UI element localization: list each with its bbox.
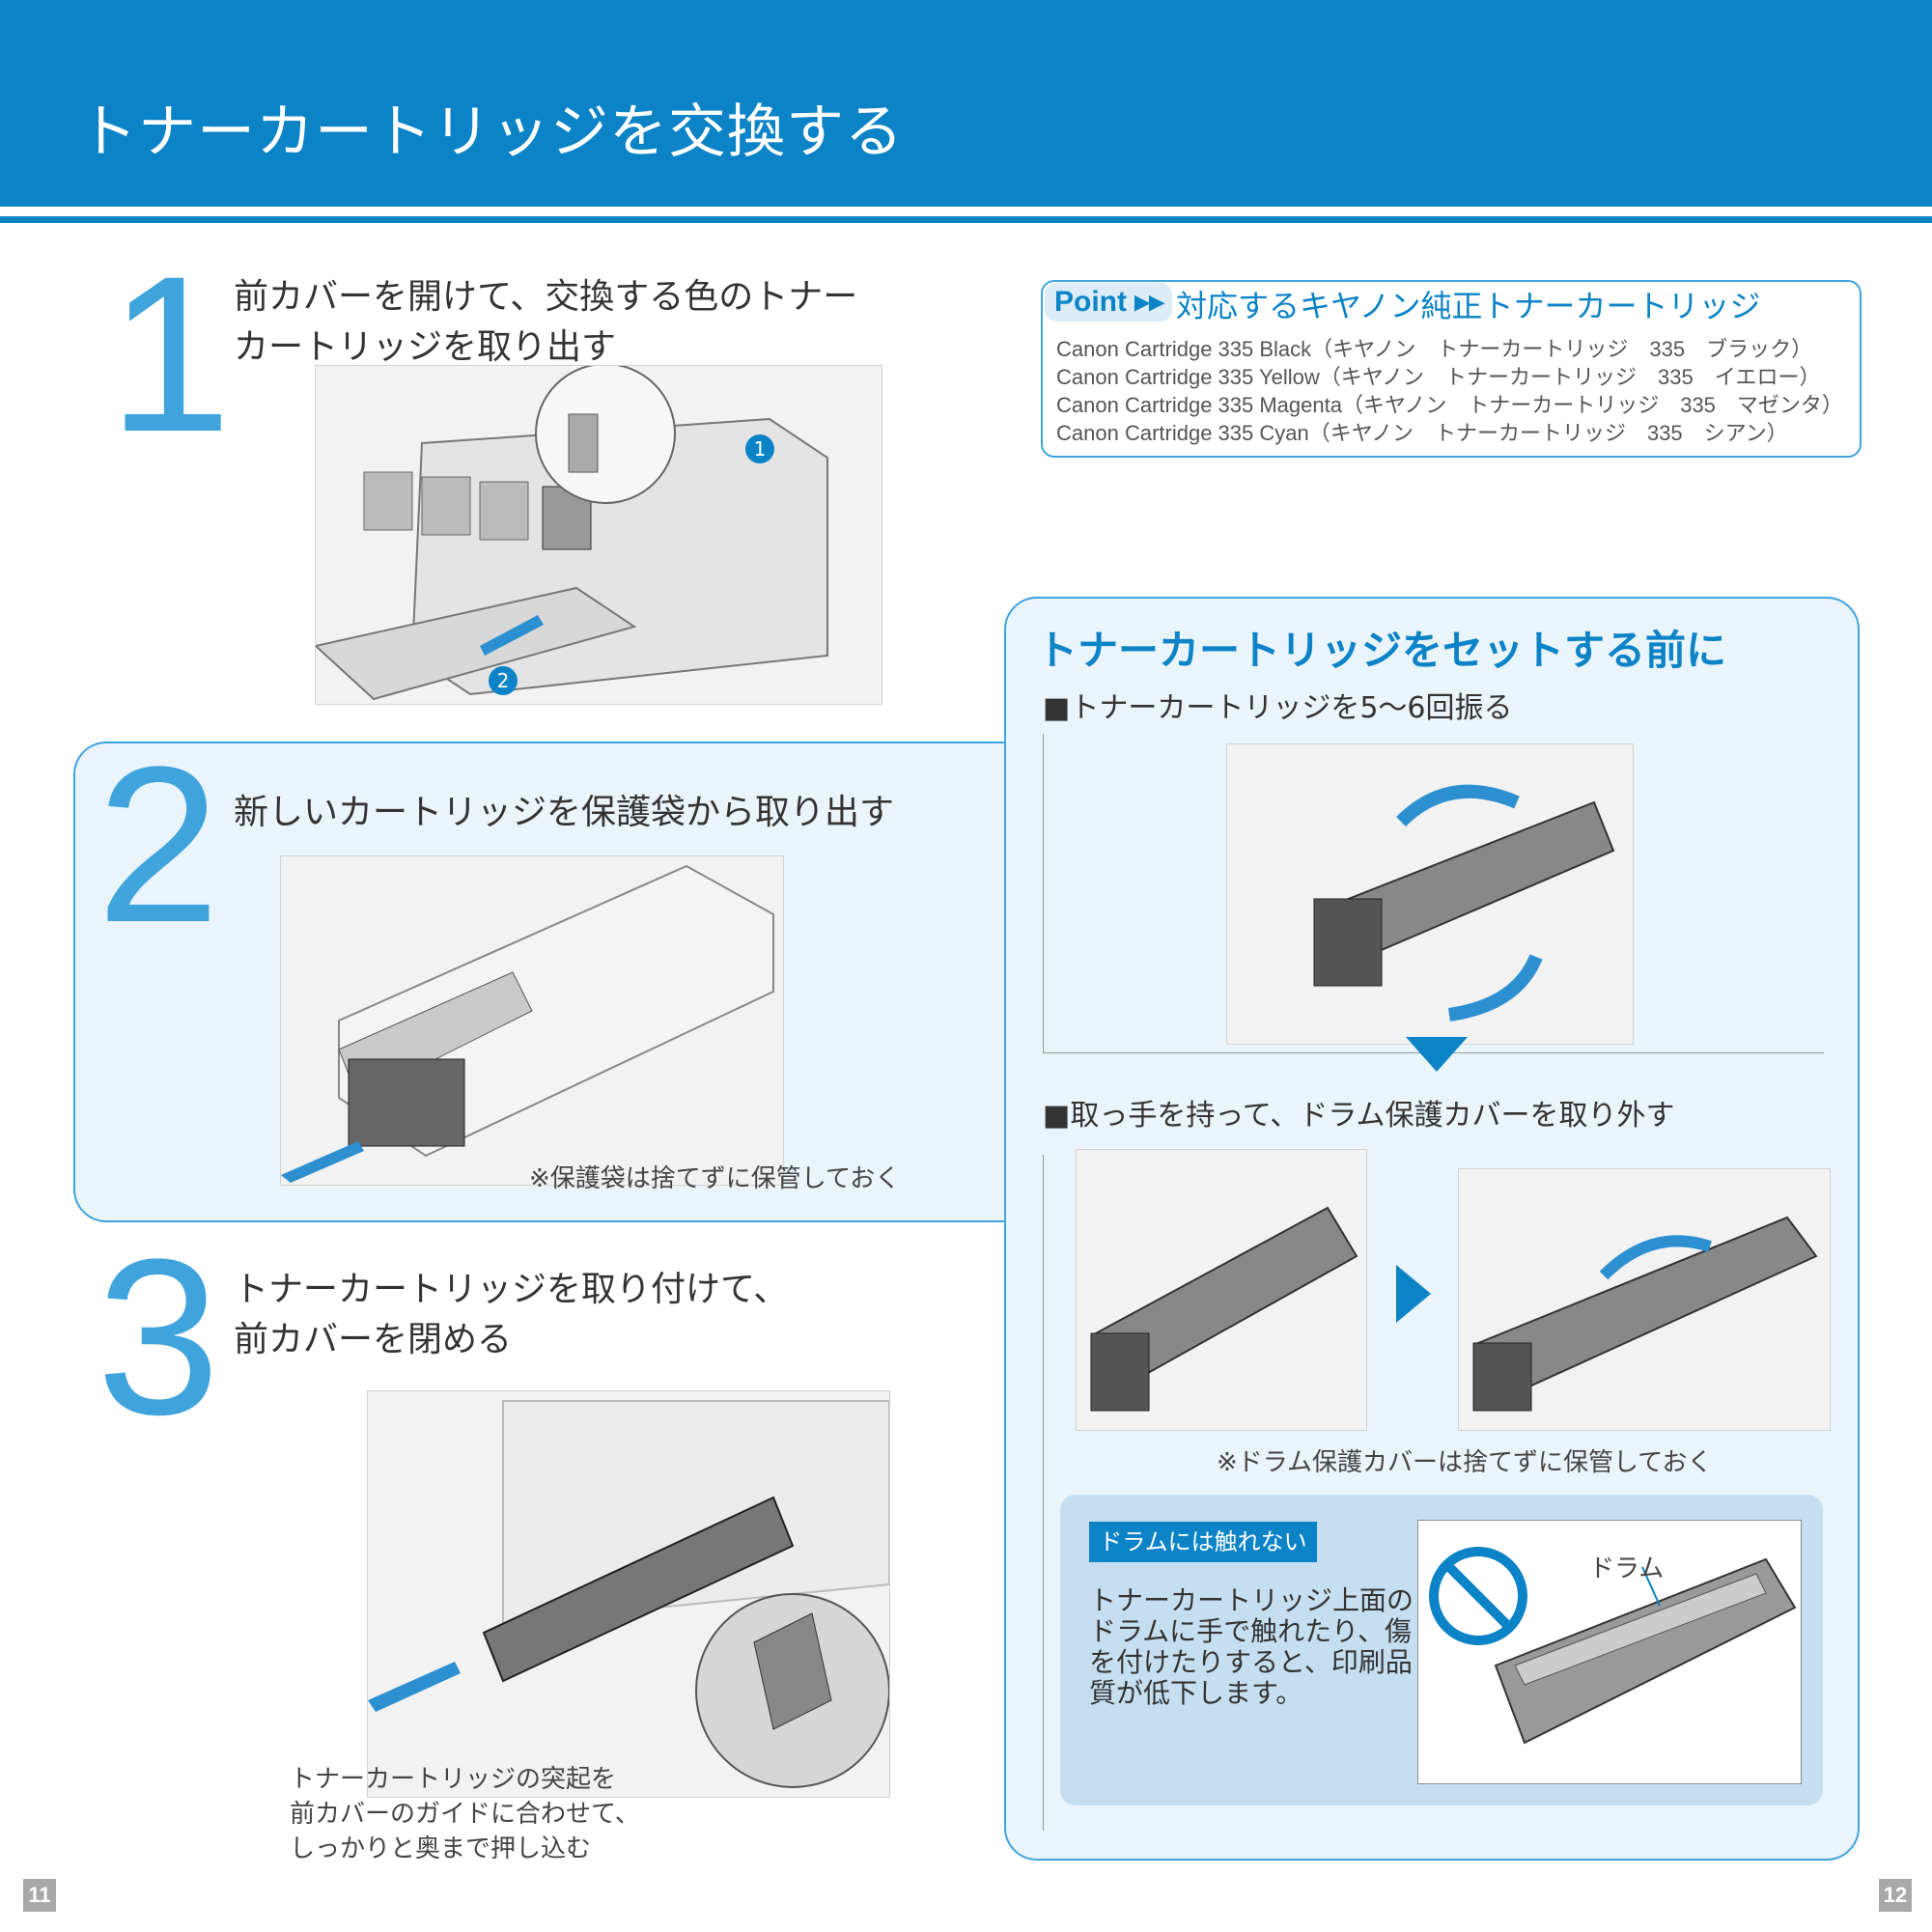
shaking-cartridge-image: [1313, 784, 1615, 1022]
warning-label: ドラムには触れない: [1089, 1522, 1317, 1562]
drum-warning-illustration: [1417, 1520, 1802, 1784]
cartridge-item-magenta: Canon Cartridge 335 Magenta（キヤノン トナーカートリ…: [1056, 393, 1843, 417]
cover-caption: ※ドラム保護カバーは捨てずに保管しておく: [1217, 1448, 1713, 1477]
holding-handle-image: [1090, 1206, 1358, 1412]
step-2-number: 2: [97, 720, 220, 968]
step-2-title: 新しいカートリッジを保護袋から取り出す: [234, 793, 895, 832]
removing-cover-image: [1472, 1216, 1818, 1412]
cover-frame: [1043, 1155, 1824, 1831]
step-1-title-line-2: カートリッジを取り出す: [234, 327, 617, 367]
point-title: 対応するキヤノン純正トナーカートリッジ: [1176, 288, 1761, 324]
step-3-install-illustration: [367, 1390, 890, 1798]
step-2-caption: ※保護袋は捨てずに保管しておく: [529, 1164, 901, 1193]
header-band: [0, 0, 1932, 207]
step-3-caption-line-2: 前カバーのガイドに合わせて、: [290, 1800, 640, 1829]
callout-2-badge: 2: [489, 666, 518, 695]
step-2-bag-illustration: [280, 855, 784, 1186]
cartridge-install-image: [368, 1400, 889, 1788]
step-3-caption-line-3: しっかりと奥まで押し込む: [290, 1834, 592, 1863]
cartridge-item-yellow: Canon Cartridge 335 Yellow（キヤノン トナーカートリッ…: [1056, 365, 1821, 389]
warning-line-2: ドラムに手で触れたり、傷: [1089, 1615, 1413, 1647]
step-3-title-line-2: 前カバーを閉める: [234, 1320, 513, 1359]
warning-line-3: を付けたりすると、印刷品: [1089, 1646, 1413, 1678]
point-box: [1041, 280, 1862, 458]
step-1-printer-illustration: [315, 365, 882, 705]
right-arrow-icon: [1396, 1265, 1431, 1323]
cartridge-item-cyan: Canon Cartridge 335 Cyan（キヤノン トナーカートリッジ …: [1056, 421, 1788, 445]
step-3-title-line-1: トナーカートリッジを取り付けて、: [234, 1270, 789, 1309]
step-1-number: 1: [108, 230, 232, 478]
cover-illustration-before: [1076, 1149, 1367, 1431]
do-not-touch-drum-image: [1429, 1547, 1797, 1745]
cartridge-item-black: Canon Cartridge 335 Black（キヤノン トナーカートリッジ…: [1056, 337, 1813, 361]
shake-illustration: [1226, 743, 1634, 1045]
point-badge: Point ▸▸: [1045, 283, 1172, 322]
before-setting-title: トナーカートリッジをセットする前に: [1037, 627, 1727, 674]
page-number-right: 12: [1879, 1879, 1912, 1912]
step-1-title-line-1: 前カバーを開けて、交換する色のトナー: [234, 277, 858, 317]
warning-line-4: 質が低下します。: [1089, 1677, 1303, 1709]
warning-line-1: トナーカートリッジ上面の: [1089, 1584, 1414, 1616]
page-number-left: 11: [23, 1879, 56, 1912]
step-3-caption-line-1: トナーカートリッジの突起を: [290, 1765, 617, 1794]
shake-heading: ■トナーカートリッジを5～6回振る: [1043, 691, 1513, 725]
printer-open-cover-image: [316, 366, 828, 701]
cover-heading: ■取っ手を持って、ドラム保護カバーを取り外す: [1043, 1099, 1675, 1133]
down-arrow-icon: [1406, 1037, 1468, 1072]
callout-1-badge: 1: [745, 434, 774, 463]
header-rule: [0, 216, 1932, 223]
cartridge-in-bag-image: [281, 864, 774, 1183]
drum-label: ドラム: [1589, 1554, 1665, 1583]
page-title: トナーカートリッジを交換する: [79, 98, 904, 166]
cover-illustration-after: [1458, 1168, 1831, 1431]
step-3-number: 3: [97, 1213, 220, 1461]
